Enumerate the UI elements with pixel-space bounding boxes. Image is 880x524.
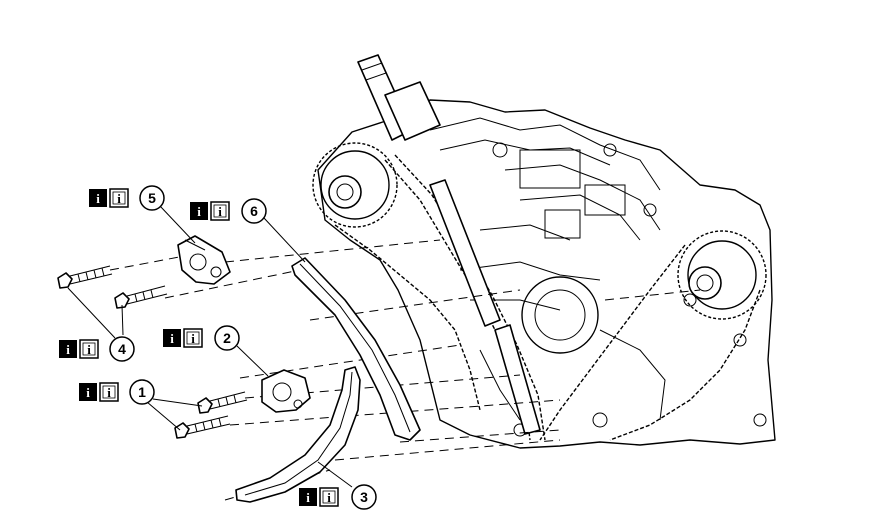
part-2-tensioner-lower [261,369,311,413]
callout-circle [214,325,240,351]
info-icon: i [86,385,90,400]
info-icon: i [170,331,174,346]
leader-lines [67,205,353,488]
info-button-outline[interactable]: i [109,188,129,208]
info-button-filled[interactable]: i [190,202,208,220]
info-button-outline[interactable]: i [319,487,339,507]
bolt [174,415,231,439]
bolt [114,285,168,309]
info-button-filled[interactable]: i [163,329,181,347]
part-1-bolts [174,391,248,439]
info-icon: i [197,204,201,219]
callout-3: i i 3 [299,484,377,510]
info-icon: i [306,490,310,505]
callout-circle [109,336,135,362]
callout-1: i i 1 [79,379,155,405]
info-icon: i [191,331,195,346]
info-icon: i [218,204,222,219]
part-3-chain-guide-lower [235,366,361,503]
info-icon: i [117,191,121,206]
part-5-tensioner-upper [177,235,231,285]
info-icon: i [87,342,91,357]
info-icon: i [327,490,331,505]
info-button-filled[interactable]: i [79,383,97,401]
part-6-chain-guide-upper [291,257,421,441]
engine-block-illustration [312,54,776,449]
callout-2: i i 2 [163,325,240,351]
info-button-outline[interactable]: i [99,382,119,402]
callout-circle [129,379,155,405]
info-button-outline[interactable]: i [210,201,230,221]
info-icon: i [66,342,70,357]
callout-number: 1 [138,384,146,400]
info-icon: i [107,385,111,400]
info-button-filled[interactable]: i [89,189,107,207]
callout-circle [351,484,377,510]
callout-number: 3 [360,489,368,505]
callout-number: 2 [223,330,231,346]
part-4-bolts [57,265,168,309]
callout-6: i i 6 [190,198,267,224]
bolt [197,391,248,414]
callout-5: i i 5 [89,185,165,211]
info-icon: i [96,191,100,206]
bolt [57,265,113,289]
callout-number: 4 [118,341,126,357]
info-button-filled[interactable]: i [299,488,317,506]
callout-circle [139,185,165,211]
info-button-outline[interactable]: i [79,339,99,359]
callout-circle [241,198,267,224]
info-button-outline[interactable]: i [183,328,203,348]
callout-4: i i 4 [59,336,135,362]
info-button-filled[interactable]: i [59,340,77,358]
callout-number: 5 [148,190,156,206]
callout-number: 6 [250,203,258,219]
